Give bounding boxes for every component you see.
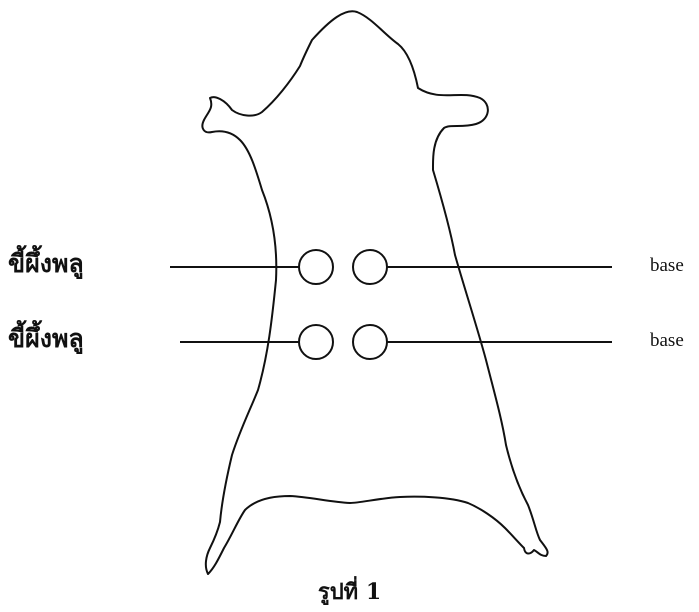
sample-circle-left-upper: [299, 250, 333, 284]
sample-circle-left-lower: [299, 325, 333, 359]
label-left-upper: ขี้ผึ้งพลู: [8, 244, 84, 284]
label-right-upper: base: [650, 255, 684, 277]
label-left-lower: ขี้ผึ้งพลู: [8, 319, 84, 359]
skin-outline: [202, 11, 547, 574]
figure-caption: รูปที่ 1: [0, 574, 699, 609]
sample-circle-right-lower: [353, 325, 387, 359]
label-right-lower: base: [650, 330, 684, 352]
sample-circle-right-upper: [353, 250, 387, 284]
